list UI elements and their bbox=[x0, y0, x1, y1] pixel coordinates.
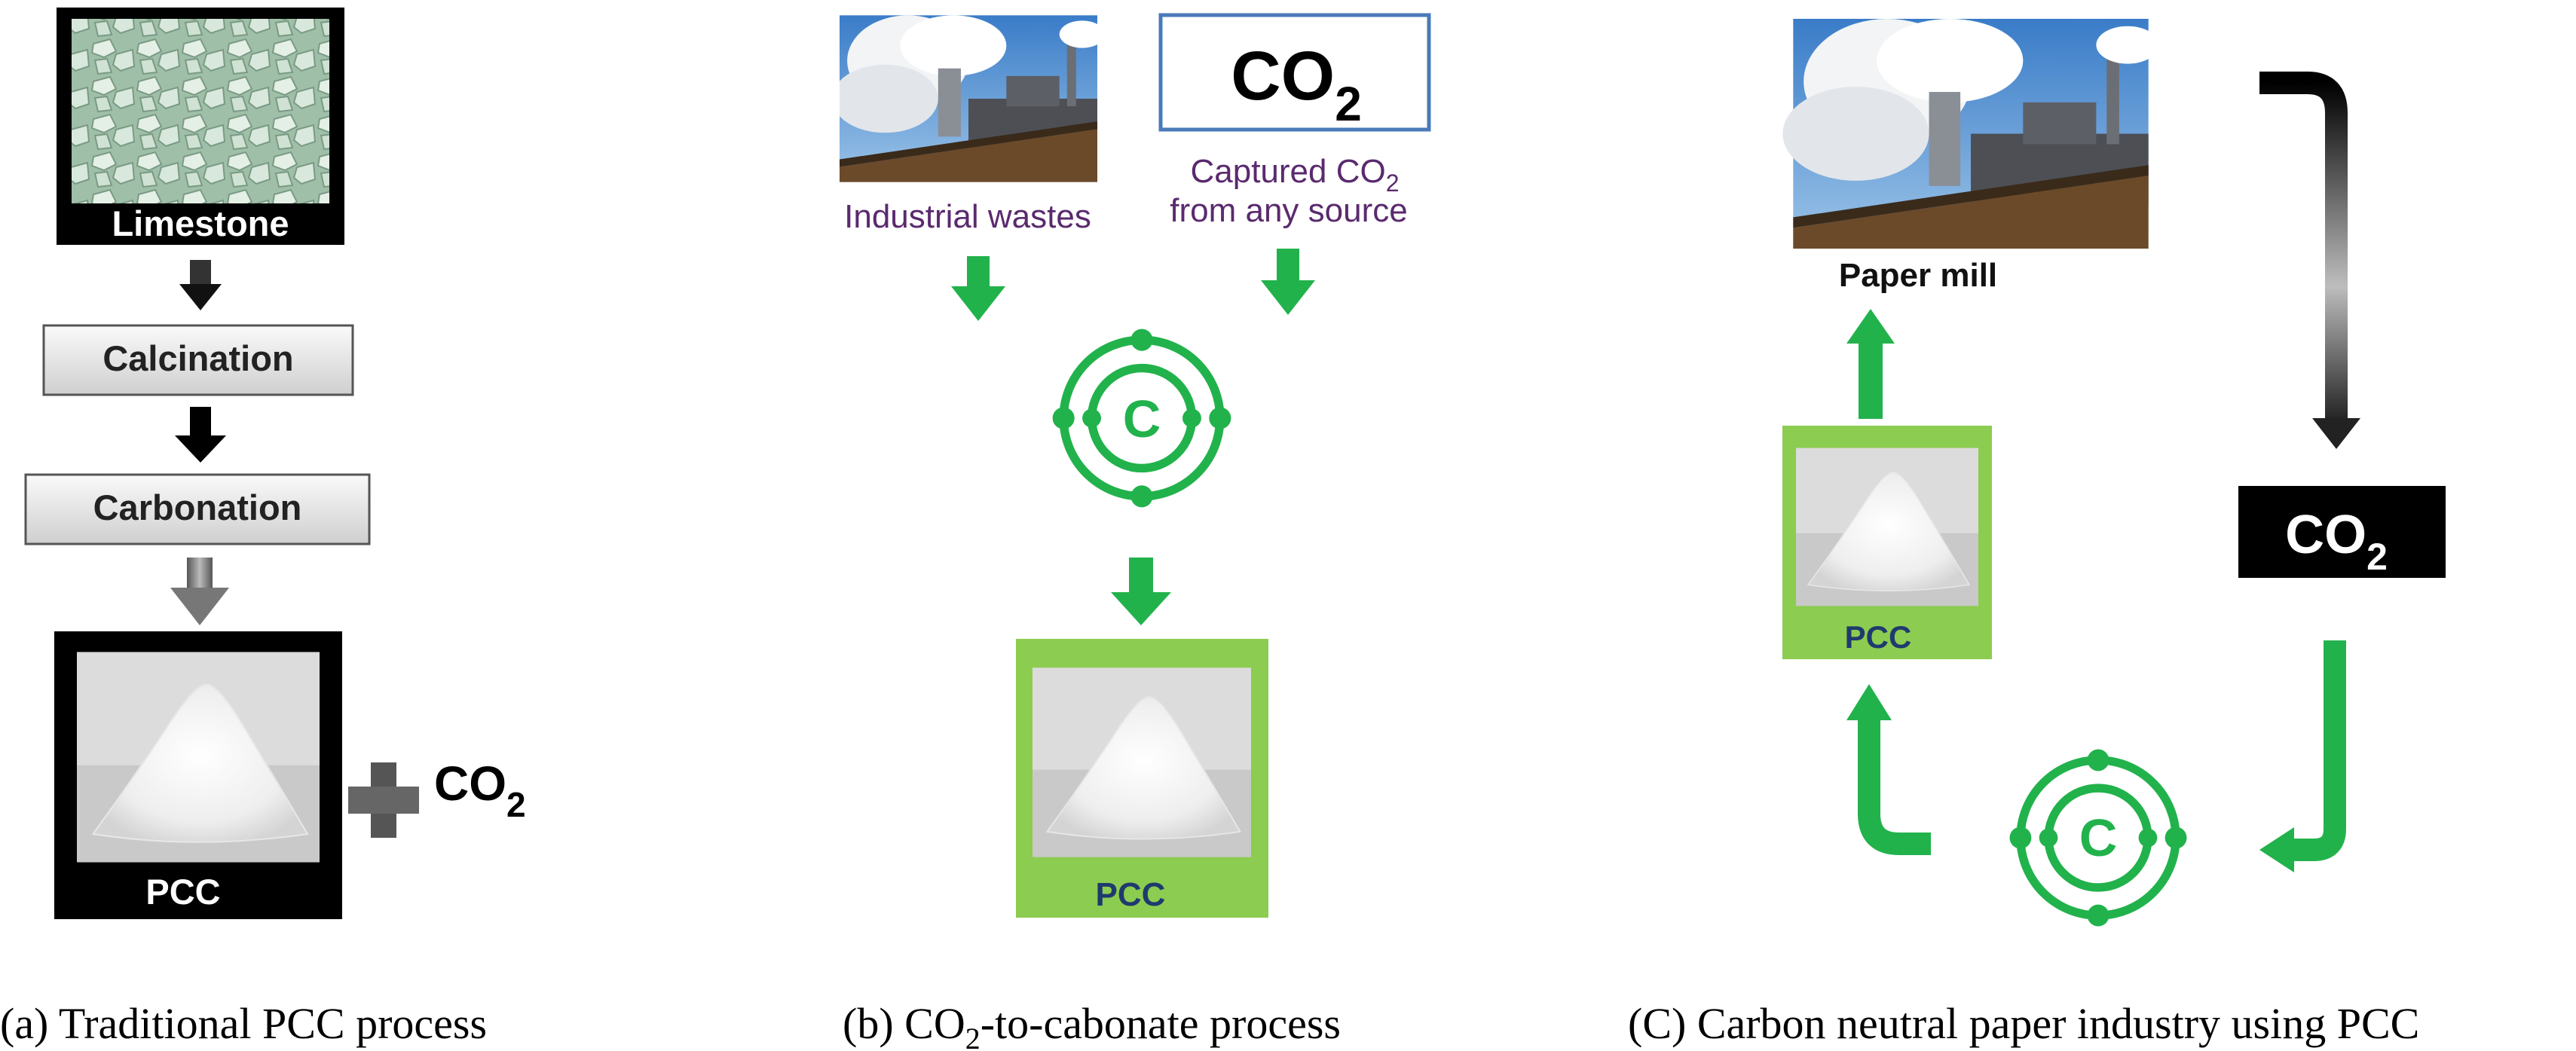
down-arrow-icon bbox=[1111, 558, 1171, 625]
co2-box: CO2 bbox=[1158, 13, 1431, 132]
panel-b: Industrial wastes CO2 Captured CO2 from … bbox=[840, 13, 1431, 1051]
co2-box: CO2 bbox=[2238, 486, 2446, 578]
captured-co2-label: Captured CO2 bbox=[1190, 153, 1399, 197]
caption-b: (b) CO2-to-cabonate process bbox=[843, 999, 1341, 1051]
industrial-wastes-label: Industrial wastes bbox=[844, 198, 1091, 235]
carbonation-step: Carbonation bbox=[24, 473, 371, 545]
pcc-label: PCC bbox=[1845, 619, 1912, 655]
plus-icon bbox=[348, 762, 419, 838]
pcc-label: PCC bbox=[145, 872, 220, 912]
down-arrow-icon bbox=[170, 558, 229, 625]
co2-byproduct-label: CO2 bbox=[434, 756, 526, 824]
bent-arrow-icon bbox=[2259, 72, 2360, 449]
bent-arrow-icon bbox=[1846, 684, 1931, 855]
from-any-source-label: from any source bbox=[1170, 192, 1407, 229]
caption-a: (a) Traditional PCC process bbox=[0, 999, 487, 1048]
calcination-label: Calcination bbox=[102, 338, 293, 378]
panel-a: Limestone Calcination Carbonation bbox=[0, 8, 526, 1048]
co2-box-label: CO2 bbox=[2285, 505, 2388, 578]
down-arrow-icon bbox=[1261, 249, 1315, 315]
carbon-symbol: C bbox=[2079, 808, 2118, 867]
up-arrow-icon bbox=[1846, 309, 1895, 419]
bent-arrow-icon bbox=[2259, 640, 2346, 872]
industrial-wastes-image bbox=[840, 15, 1097, 182]
down-arrow-icon bbox=[951, 256, 1005, 321]
limestone-label: Limestone bbox=[112, 203, 289, 243]
co2-box-label: CO2 bbox=[1231, 38, 1362, 131]
carbonation-label: Carbonation bbox=[93, 487, 302, 527]
pcc-label: PCC bbox=[1096, 876, 1166, 913]
paper-mill-image bbox=[1782, 19, 2159, 249]
limestone-image: Limestone bbox=[57, 8, 344, 245]
caption-c: (C) Carbon neutral paper industry using … bbox=[1628, 999, 2419, 1048]
carbon-symbol: C bbox=[1123, 390, 1161, 448]
pcc-product-box: PCC bbox=[1782, 426, 1992, 659]
pcc-product-image: PCC bbox=[54, 631, 342, 919]
calcination-step: Calcination bbox=[42, 324, 354, 396]
carbon-atom-icon: C bbox=[2009, 749, 2186, 926]
carbon-atom-icon: C bbox=[1053, 329, 1231, 508]
down-arrow-icon bbox=[179, 260, 222, 310]
panel-c: Paper mill CO2 C PCC bbox=[1628, 19, 2446, 1048]
pcc-product-box: PCC bbox=[1016, 639, 1268, 918]
paper-mill-label: Paper mill bbox=[1839, 257, 1997, 294]
down-arrow-icon bbox=[175, 407, 226, 463]
